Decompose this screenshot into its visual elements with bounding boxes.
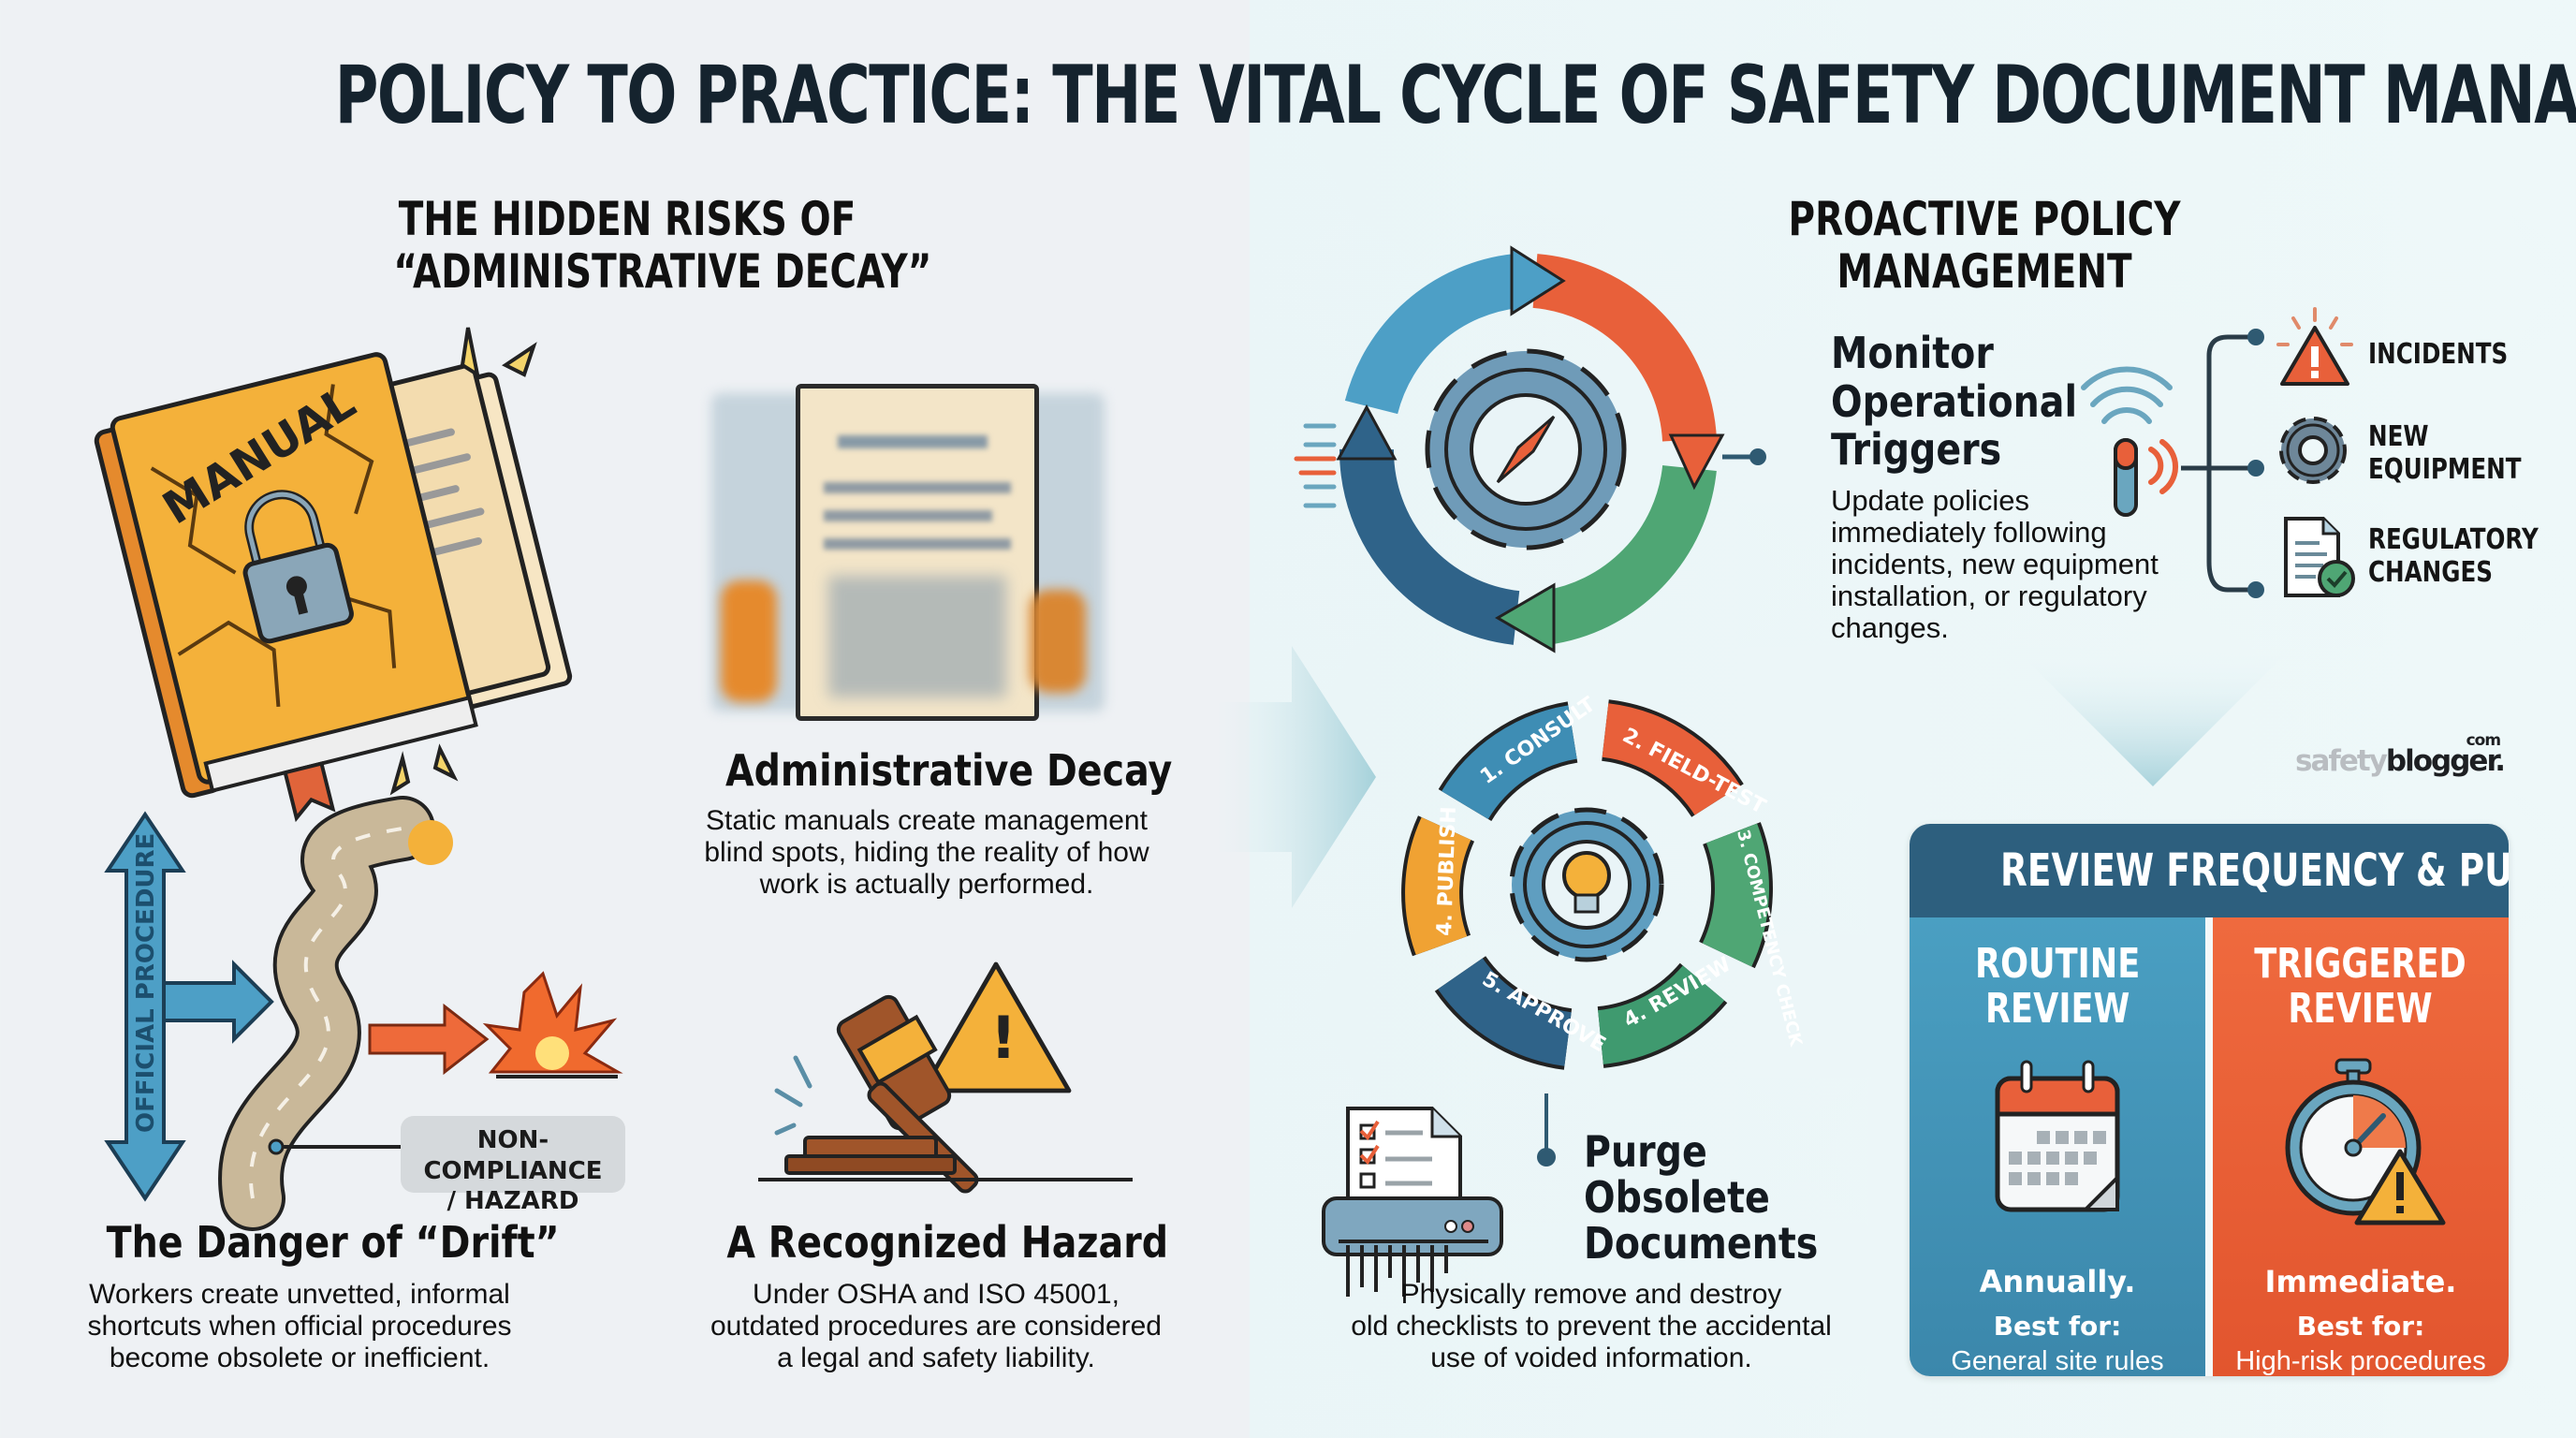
- left-section-title-line2: “ADMINISTRATIVE DECAY”: [393, 244, 932, 299]
- triggered-review-title-text: TRIGGERED REVIEW: [2254, 940, 2467, 1033]
- stopwatch-warning-icon: [2285, 1058, 2446, 1225]
- triggered-best-for-label: Best for:: [2296, 1311, 2425, 1342]
- shredder-icon: [1322, 1107, 1503, 1297]
- purge-heading-line2: Obsolete: [1584, 1171, 1770, 1223]
- triggered-frequency: Immediate.: [2264, 1264, 2457, 1299]
- official-procedure-label: OFFICIAL PROCEDURE: [132, 833, 160, 1133]
- logo-suffix: com: [2466, 731, 2501, 750]
- routine-frequency: Annually.: [1979, 1264, 2136, 1299]
- trigger-new-equipment-label: NEW EQUIPMENT: [2368, 420, 2522, 486]
- sensor-icon: [2081, 366, 2179, 517]
- policy-lifecycle-diagram: 1. CONSULT 2. FIELD-TEST 3. COMPETENCY C…: [1401, 693, 1806, 1070]
- review-frequency-card: REVIEW FREQUENCY & PURPOSE ROUTINE REVIE…: [1910, 824, 2509, 1376]
- right-section-title: PROACTIVE POLICY MANAGEMENT: [1758, 193, 2211, 298]
- explosion-icon: [482, 971, 623, 1074]
- routine-best-for: General site rules and corporate policie…: [1951, 1346, 2164, 1376]
- gavel-warning-illustration: !: [758, 961, 1133, 1194]
- right-section-title-line2: MANAGEMENT: [1837, 244, 2132, 299]
- routine-best-for-label: Best for:: [1993, 1311, 2122, 1342]
- trigger-branch-diagram: [2081, 329, 2264, 598]
- logo-part2: blogger.: [2385, 744, 2506, 778]
- recognized-hazard-heading: A Recognized Hazard: [726, 1217, 1169, 1268]
- monitor-heading-line1: Monitor: [1831, 328, 1994, 378]
- purge-body: Physically remove and destroy old checkl…: [1351, 1279, 1832, 1374]
- lightbulb-gear-icon: [1509, 807, 1664, 962]
- cracked-manual-illustration: MANUAL: [94, 327, 573, 823]
- column-divider: [2205, 917, 2213, 1376]
- transition-arrow: [1208, 646, 1376, 908]
- purge-connector-dot: [1537, 1148, 1556, 1167]
- monitor-body: Update policies immediately following in…: [1831, 484, 2159, 645]
- purge-heading-line3: Documents: [1584, 1217, 1819, 1269]
- trigger-incidents-label: INCIDENTS: [2368, 338, 2509, 371]
- logo-part1: safety: [2295, 744, 2388, 778]
- sun-icon: [408, 820, 453, 865]
- non-compliance-hazard-callout: NON-COMPLIANCE / HAZARD: [401, 1116, 625, 1215]
- compass-needle-icon: [1496, 415, 1556, 484]
- triggered-best-for: High-risk procedures like LOTO and Confi…: [2235, 1346, 2486, 1376]
- monitor-heading: Monitor Operational Triggers: [1831, 328, 2078, 476]
- routine-review-title: ROUTINE REVIEW: [1910, 942, 2205, 1031]
- left-section-title: THE HIDDEN RISKS OF “ADMINISTRATIVE DECA…: [393, 192, 932, 299]
- right-section-title-line1: PROACTIVE POLICY: [1788, 192, 2181, 246]
- step-publish-label: 4. PUBLISH: [1433, 806, 1461, 936]
- routine-review-column: ROUTINE REVIEW Annually. Best for: Gener…: [1910, 917, 2205, 1376]
- review-card-title-text: REVIEW FREQUENCY & PURPOSE: [2000, 844, 2509, 897]
- purge-connector: [1544, 1093, 1548, 1153]
- downward-arrow: [2012, 646, 2293, 786]
- warning-triangle-icon: [2276, 307, 2353, 386]
- drift-illustration: OFFICIAL PROCEDURE: [104, 796, 623, 1231]
- monitor-heading-line2: Operational: [1831, 375, 2078, 427]
- purge-heading: Purge Obsolete Documents: [1584, 1129, 1818, 1266]
- trigger-regulatory-changes-label: REGULATORY CHANGES: [2368, 523, 2539, 589]
- purge-heading-line1: Purge: [1584, 1126, 1707, 1177]
- routine-review-title-text: ROUTINE REVIEW: [1974, 940, 2141, 1033]
- blurred-document-illustration: [711, 365, 1105, 730]
- monitor-heading-line3: Triggers: [1831, 424, 2002, 476]
- svg-text:!: !: [990, 1004, 1017, 1072]
- safetyblogger-logo: safetyblogger. com: [2295, 731, 2506, 778]
- gavel-icon: [758, 994, 1133, 1194]
- left-section-title-line1: THE HIDDEN RISKS OF: [398, 192, 856, 246]
- warning-triangle-icon: [920, 961, 1072, 1093]
- drift-body: Workers create unvetted, informal shortc…: [87, 1279, 512, 1374]
- page-title: POLICY TO PRACTICE: THE VITAL CYCLE OF S…: [334, 49, 2576, 142]
- recognized-hazard-body: Under OSHA and ISO 45001, outdated proce…: [710, 1279, 1162, 1374]
- padlock-icon: [242, 490, 354, 644]
- administrative-decay-body: Static manuals create management blind s…: [704, 805, 1149, 901]
- drift-heading: The Danger of “Drift”: [106, 1217, 560, 1268]
- gear-icon: [2279, 417, 2347, 484]
- official-procedure-arrow: OFFICIAL PROCEDURE: [104, 811, 274, 1202]
- drift-arrow: [368, 1003, 490, 1076]
- administrative-decay-heading: Administrative Decay: [725, 745, 1173, 796]
- document-check-icon: [2284, 517, 2355, 597]
- review-card-title: REVIEW FREQUENCY & PURPOSE: [1910, 824, 2509, 917]
- triggered-review-column: TRIGGERED REVIEW Immediate. Best for: Hi…: [2213, 917, 2509, 1376]
- calendar-icon: [1995, 1060, 2120, 1212]
- triggered-review-title: TRIGGERED REVIEW: [2213, 942, 2509, 1031]
- monitoring-cycle-diagram: [1294, 245, 1766, 653]
